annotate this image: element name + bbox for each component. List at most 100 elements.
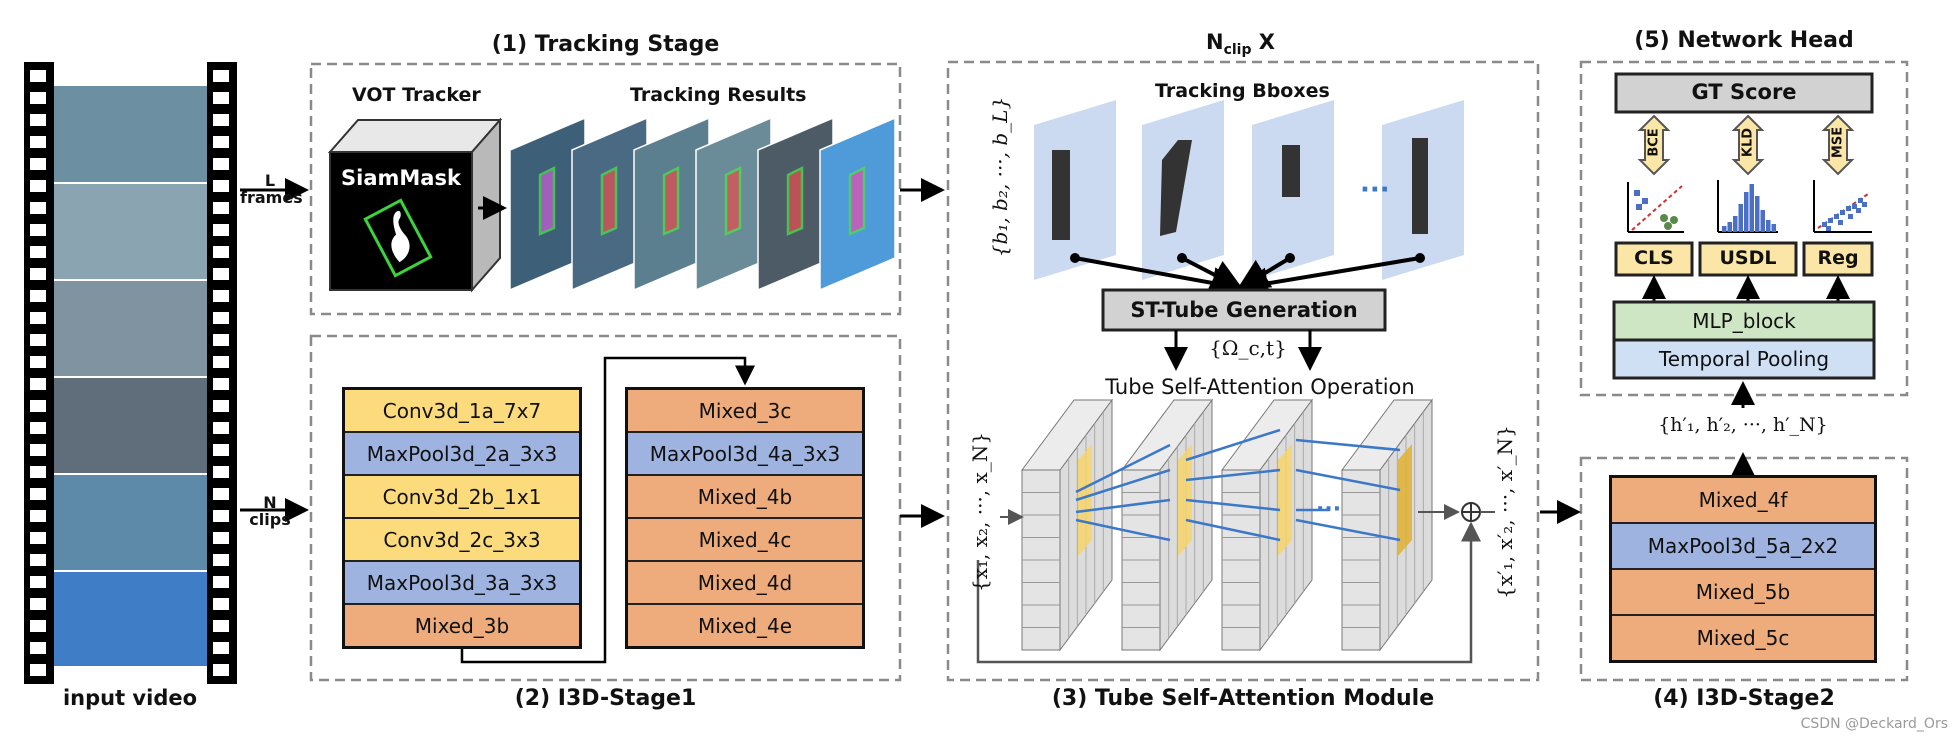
cls-label: CLS (1634, 247, 1674, 269)
film-hole (30, 664, 46, 676)
stage1-right-block-label: MaxPool3d_4a_3x3 (649, 441, 841, 466)
bbox-4 (1412, 138, 1428, 234)
svg-text:···: ··· (1316, 497, 1341, 522)
stage1-left-block-label: Mixed_3b (414, 613, 510, 638)
siammask-label: SiamMask (341, 166, 461, 190)
gt-score-box (1614, 72, 1874, 114)
stage1-left-block-label: MaxPool3d_3a_3x3 (366, 570, 558, 595)
film-hole (213, 92, 229, 104)
film-hole (30, 444, 46, 456)
feature-cube (1121, 398, 1213, 652)
film-hole (213, 488, 229, 500)
film-hole (213, 532, 229, 544)
stage2-frame (1609, 475, 1877, 663)
temporal-pooling-label: Temporal Pooling (1658, 347, 1830, 371)
film-hole (30, 576, 46, 588)
stage1-left-block-label: MaxPool3d_2a_3x3 (366, 441, 558, 466)
tube-self-attention-op-label: Tube Self-Attention Operation (1105, 375, 1415, 399)
bbox-1 (1052, 150, 1070, 240)
stage2-block: Mixed_5c (1611, 615, 1875, 661)
film-hole (213, 510, 229, 522)
film-hole (30, 180, 46, 192)
film-hole (30, 554, 46, 566)
film-hole (30, 466, 46, 478)
stage2-block-label: Mixed_5b (1695, 580, 1791, 604)
frames-label-l: L (264, 171, 276, 190)
attention-line (1185, 518, 1281, 542)
tracking-results-stack (509, 116, 896, 292)
film-hole (213, 466, 229, 478)
film-hole (30, 268, 46, 280)
clips-label-n: N (263, 493, 277, 512)
attention-line (1075, 443, 1171, 494)
input-video-label: input video (62, 686, 198, 710)
nclip-n: N (1206, 30, 1224, 54)
stage1-right-block-label: Mixed_4e (697, 613, 793, 638)
tracking-result-frame (633, 116, 710, 292)
stage1-right-block: Mixed_4d (627, 561, 863, 604)
stage1-right-block: MaxPool3d_4a_3x3 (627, 432, 863, 475)
mlp-block-label: MLP_block (1692, 309, 1796, 333)
st-tube-generation-label: ST-Tube Generation (1130, 298, 1358, 322)
i3d-stage1-title: (2) I3D-Stage1 (514, 686, 697, 711)
attention-line (1295, 438, 1401, 452)
film-hole (30, 334, 46, 346)
attention-line (1185, 498, 1281, 512)
frames-label-text: frames (240, 188, 303, 207)
omega-label: {Ω_c,t} (1209, 336, 1287, 360)
tracking-stage-title: (1) Tracking Stage (491, 32, 720, 57)
bbox-3 (1282, 145, 1300, 197)
film-hole (213, 598, 229, 610)
stage1-right-block-label: Mixed_3c (698, 398, 792, 423)
tsa-title: (3) Tube Self-Attention Module (1051, 686, 1435, 711)
film-hole (213, 334, 229, 346)
film-hole (213, 136, 229, 148)
stage1-right-block-label: Mixed_4d (697, 570, 793, 595)
video-frame-6 (54, 572, 207, 666)
h-set-label: {h′₁, h′₂, ···, h′_N} (1658, 414, 1828, 436)
vot-tracker-label: VOT Tracker (352, 84, 481, 106)
tracking-bboxes-label: Tracking Bboxes (1155, 80, 1330, 102)
film-hole (213, 312, 229, 324)
stage1-left-block-label: Conv3d_2c_3x3 (383, 527, 541, 552)
x-output-label: {x′₁, x′₂, ···, x′_N} (1493, 425, 1517, 599)
attention-line (1185, 428, 1281, 462)
watermark: CSDN @Deckard_Ors (1800, 716, 1948, 732)
film-hole (213, 576, 229, 588)
film-hole (30, 312, 46, 324)
temporal-pooling-box (1612, 338, 1876, 380)
film-hole (213, 202, 229, 214)
st-tube-generation-box (1101, 288, 1387, 332)
stage1-right-block-label: Mixed_4c (698, 527, 792, 552)
network-head-title: (5) Network Head (1634, 28, 1854, 53)
film-hole (213, 268, 229, 280)
film-hole (30, 136, 46, 148)
film-hole (213, 180, 229, 192)
stage1-left-block: Conv3d_2b_1x1 (344, 475, 580, 518)
reg-label: Reg (1817, 247, 1859, 269)
feature-cube (1021, 398, 1113, 652)
stage1-left-frame (342, 387, 582, 649)
double-arrow-icon (1637, 114, 1671, 176)
residual-connection (976, 521, 1481, 664)
stage1-right-block: Mixed_4c (627, 518, 863, 561)
nclip-sub: clip (1223, 42, 1252, 59)
film-hole (213, 422, 229, 434)
loss-label: BCE (1646, 128, 1662, 157)
i3d-stage1-box (309, 334, 902, 682)
i3d-stage2-title: (4) I3D-Stage2 (1653, 686, 1835, 711)
film-hole (213, 70, 229, 82)
stage1-right-frame (625, 387, 865, 649)
film-hole (213, 246, 229, 258)
video-frame-4 (54, 378, 207, 474)
film-hole (30, 510, 46, 522)
video-frame-5 (54, 475, 207, 571)
feature-cubes: ··· (1021, 398, 1433, 652)
gt-score-label: GT Score (1691, 80, 1797, 104)
film-hole (213, 444, 229, 456)
film-hole (213, 114, 229, 126)
tracking-result-frame (819, 116, 896, 292)
stage2-block: Mixed_5b (1611, 569, 1875, 615)
film-hole (213, 400, 229, 412)
